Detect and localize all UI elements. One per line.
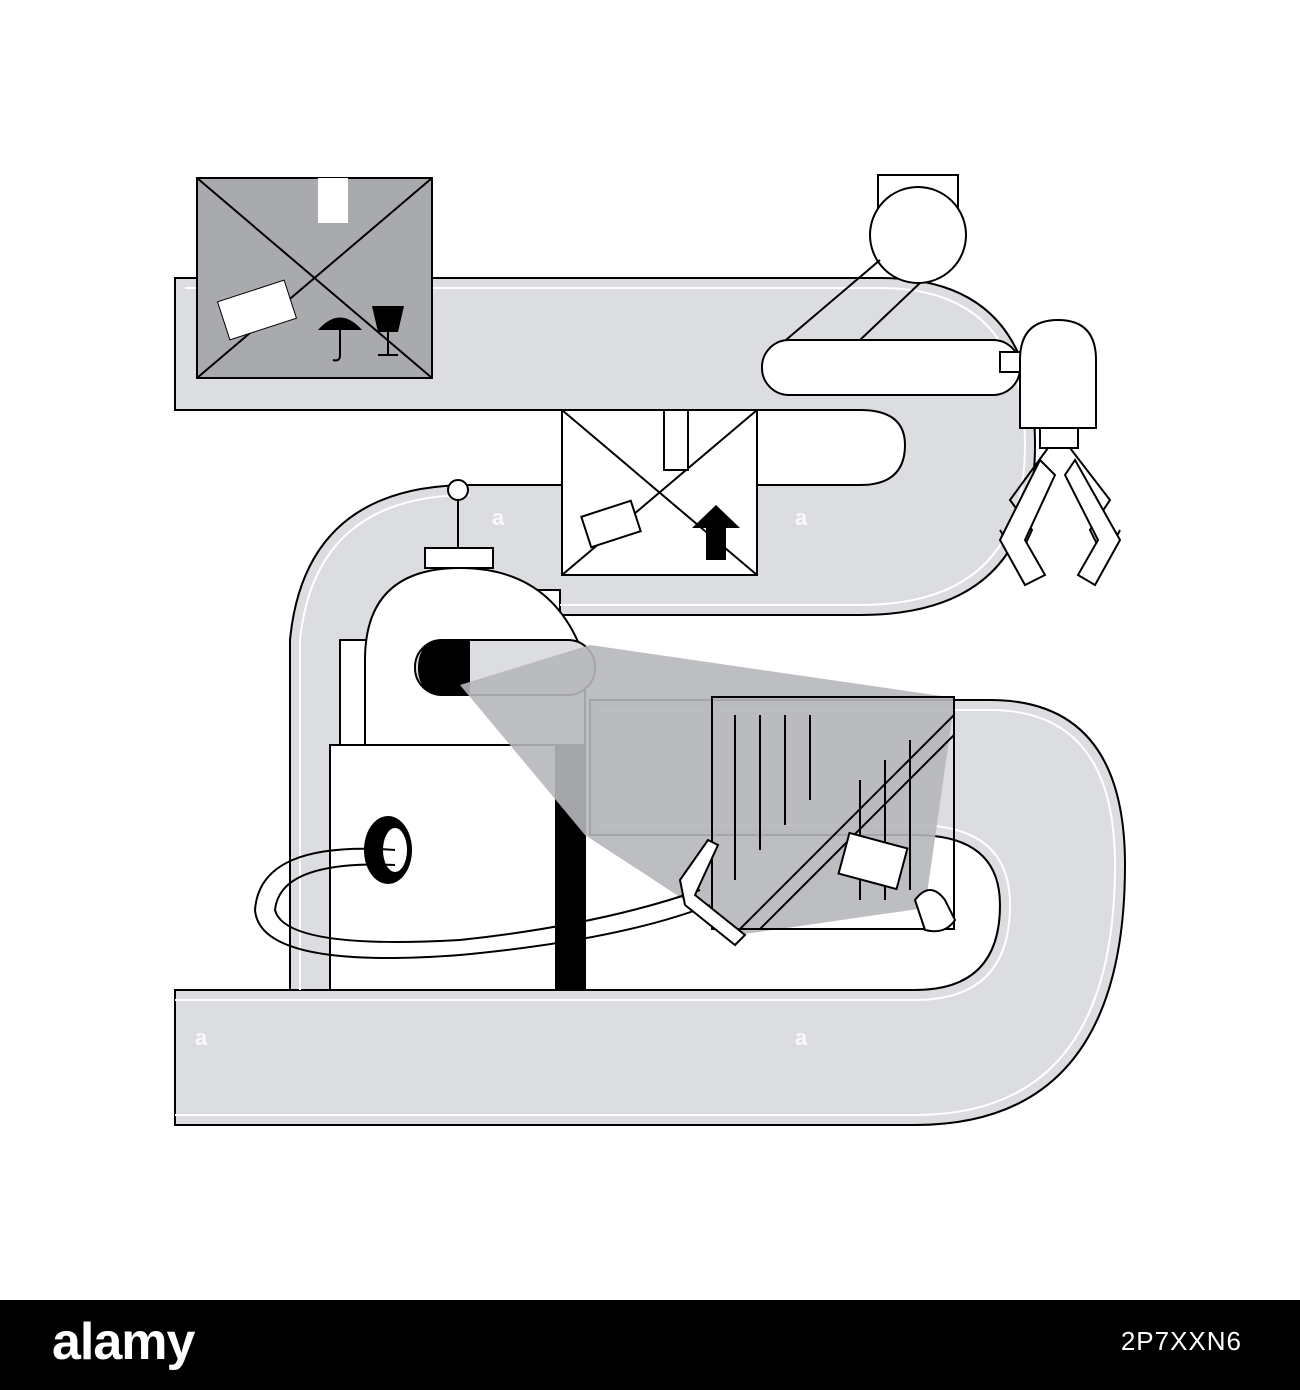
wooden-crate [711,696,955,930]
watermark-glyph: a [795,505,808,530]
this-side-up-box [561,409,758,576]
watermark-glyph: a [795,1025,808,1050]
bottom-belt-inner-line [175,709,1117,1116]
stock-id: 2P7XXN6 [1120,1326,1242,1356]
illustration-canvas: a a a a a [174,174,1127,1126]
scan-beam [460,645,955,935]
watermark-glyph: a [195,1025,208,1050]
robotic-arm [761,174,1122,587]
glass-icon [372,306,404,356]
umbrella-icon [318,317,362,362]
conveyor-illustration [174,174,1127,1126]
small-hand-icon [913,889,957,933]
fragile-box [196,177,433,379]
up-arrow-icon [692,505,740,560]
hose-nozzle [678,838,747,947]
watermark-glyph: a [195,505,208,530]
watermark-glyph: a [492,505,505,530]
brand-logo[interactable]: alamy [52,1313,195,1371]
vacuum-hose [253,847,711,959]
middle-belt-inner-line [185,287,1027,990]
footer-bar: alamy 2P7XXN6 [0,1300,1300,1390]
